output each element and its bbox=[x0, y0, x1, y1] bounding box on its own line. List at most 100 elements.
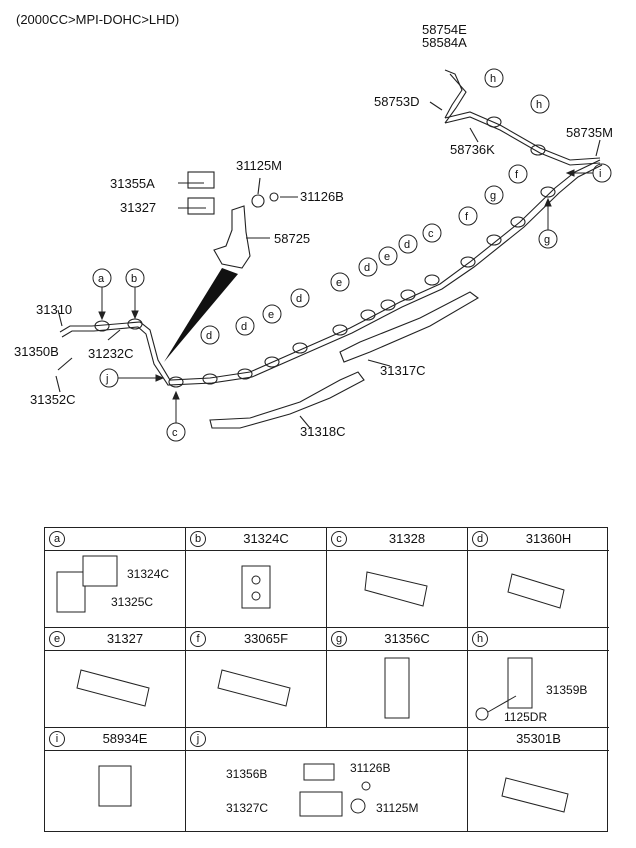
callout-d2-text: d bbox=[241, 321, 247, 333]
code-31360H: 31360H bbox=[525, 531, 572, 546]
part-31324C: 31324C bbox=[127, 567, 169, 581]
callout-f2-text: f bbox=[515, 169, 519, 181]
fuel-line-diagram: 58754E 58584A 58753D 58736K 58735M 31125… bbox=[14, 22, 613, 442]
callout-i bbox=[592, 163, 612, 183]
callout-d4-text: d bbox=[364, 262, 370, 274]
code-31324C: 31324C bbox=[243, 531, 289, 546]
code-31327: 31327 bbox=[106, 631, 144, 646]
callout-d5 bbox=[398, 234, 418, 254]
callout-e1-text: e bbox=[268, 309, 274, 321]
spec-header: (2000CC>MPI-DOHC>LHD) bbox=[16, 12, 180, 27]
protector-31317C bbox=[339, 291, 479, 363]
part-31356B: 31356B bbox=[226, 767, 267, 781]
clip-58934E-drawing bbox=[98, 765, 132, 807]
clip-33065F-drawing bbox=[217, 669, 291, 707]
callout-f2 bbox=[508, 164, 528, 184]
cell-d: d 31360H bbox=[468, 528, 609, 628]
callout-d3-text: d bbox=[296, 293, 302, 305]
clip-31328-drawing bbox=[364, 571, 428, 607]
label-31232C: 31232C bbox=[88, 346, 134, 361]
label-31126B: 31126B bbox=[300, 189, 344, 204]
cell-c: c 31328 bbox=[327, 528, 468, 628]
clip-31359B-1125DR-drawing: 31359B 1125DR bbox=[475, 657, 587, 724]
code-33065F: 33065F bbox=[243, 631, 289, 646]
ref-h: h bbox=[472, 631, 488, 647]
callout-c1-text: c bbox=[172, 427, 178, 439]
ref-c: c bbox=[331, 531, 347, 547]
callout-g2-text: g bbox=[544, 234, 550, 246]
callout-i-text: i bbox=[599, 168, 601, 180]
vapor-line-2 bbox=[444, 116, 601, 166]
callout-d1 bbox=[200, 325, 220, 345]
callout-d3 bbox=[290, 288, 310, 308]
code-31328: 31328 bbox=[388, 531, 426, 546]
callout-d2 bbox=[235, 316, 255, 336]
cell-e: e 31327 bbox=[45, 628, 186, 728]
fuel-line-main bbox=[59, 159, 601, 381]
callout-c2 bbox=[422, 223, 442, 243]
bracket-58725 bbox=[213, 205, 251, 269]
protector-31318C bbox=[209, 371, 365, 429]
label-58725: 58725 bbox=[274, 231, 310, 246]
label-31310: 31310 bbox=[36, 302, 72, 317]
callout-f1-text: f bbox=[465, 211, 469, 223]
ref-b: b bbox=[190, 531, 206, 547]
clip-31324C-31325C-drawing: 31324C 31325C bbox=[56, 555, 169, 613]
callout-f1 bbox=[458, 206, 478, 226]
clip-31327-drawing bbox=[76, 669, 150, 707]
callout-h2-text: h bbox=[536, 99, 542, 111]
clip-31360H-drawing bbox=[507, 573, 565, 609]
part-31126B: 31126B bbox=[350, 761, 390, 775]
callout-e2-text: e bbox=[336, 277, 342, 289]
label-58753D: 58753D bbox=[374, 94, 420, 109]
ref-d: d bbox=[472, 531, 488, 547]
label-31352C: 31352C bbox=[30, 392, 76, 407]
callout-j bbox=[99, 368, 119, 388]
cell-f: f 33065F bbox=[186, 628, 327, 728]
clip-31356C-drawing bbox=[384, 657, 410, 719]
cell-35301B: 35301B bbox=[468, 728, 609, 831]
part-31125M: 31125M bbox=[376, 801, 418, 815]
callout-a-text: a bbox=[98, 273, 105, 285]
ref-i: i bbox=[49, 731, 65, 747]
part-31359B: 31359B bbox=[546, 683, 587, 697]
callout-j-text: j bbox=[105, 373, 108, 385]
label-58584A: 58584A bbox=[422, 35, 467, 50]
ref-j: j bbox=[190, 731, 206, 747]
callout-d4 bbox=[358, 257, 378, 277]
cell-b: b 31324C bbox=[186, 528, 327, 628]
label-58735M: 58735M bbox=[566, 125, 613, 140]
part-31325C: 31325C bbox=[111, 595, 153, 609]
ref-a: a bbox=[49, 531, 65, 547]
cell-a: a 31324C 31325C bbox=[45, 528, 186, 628]
parts-table: a 31324C 31325C b 31324C c 31328 d 31360H e… bbox=[44, 527, 609, 832]
callout-b-text: b bbox=[131, 273, 137, 285]
code-35301B: 35301B bbox=[516, 731, 561, 746]
callout-g1 bbox=[484, 185, 504, 205]
ref-e: e bbox=[49, 631, 65, 647]
label-31350B: 31350B bbox=[14, 344, 59, 359]
label-31317C: 31317C bbox=[380, 363, 426, 378]
part-31327C: 31327C bbox=[226, 801, 268, 815]
detail-pointer bbox=[164, 268, 238, 362]
callout-c2-text: c bbox=[428, 228, 434, 240]
callout-g1-text: g bbox=[490, 190, 496, 202]
callout-e1 bbox=[262, 304, 282, 324]
callout-d5-text: d bbox=[404, 239, 410, 251]
vapor-line bbox=[444, 111, 601, 161]
cell-j: j 31356B 31126B 31327C 31125M bbox=[186, 728, 468, 831]
clip-35301B-drawing bbox=[501, 777, 569, 813]
callout-h1-text: h bbox=[490, 73, 496, 85]
part-1125DR: 1125DR bbox=[504, 710, 547, 724]
label-31318C: 31318C bbox=[300, 424, 346, 439]
ref-f: f bbox=[190, 631, 206, 647]
callout-d1-text: d bbox=[206, 330, 212, 342]
clip-31324C-drawing bbox=[241, 565, 271, 609]
cell-h: h 31359B 1125DR bbox=[468, 628, 609, 728]
label-31125M: 31125M bbox=[236, 158, 282, 173]
callout-e2 bbox=[330, 272, 350, 292]
label-31327: 31327 bbox=[120, 200, 156, 215]
label-31355A: 31355A bbox=[110, 176, 155, 191]
label-58754E: 58754E bbox=[422, 22, 467, 37]
